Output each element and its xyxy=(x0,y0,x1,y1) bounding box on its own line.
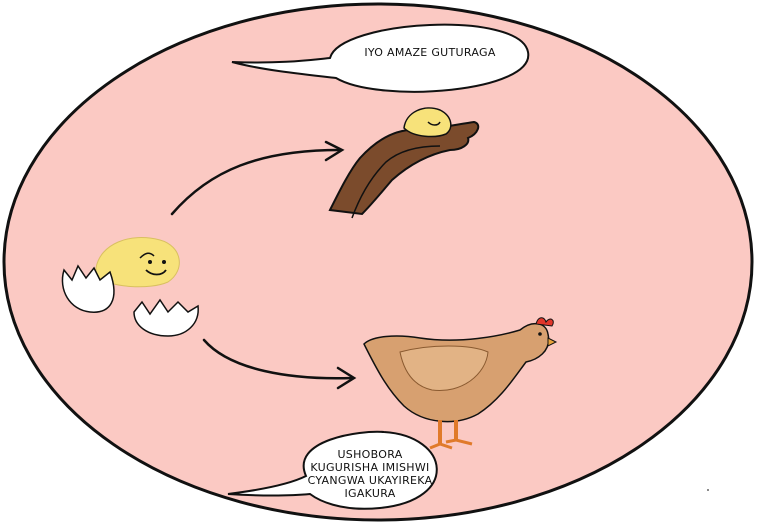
stray-dot xyxy=(707,489,709,491)
bubble-top-text: IYO AMAZE GUTURAGA xyxy=(330,46,530,59)
bubble-bottom-line-2: KUGURISHA IMISHWI xyxy=(300,461,440,474)
bubble-bottom-line-1: USHOBORA xyxy=(300,448,440,461)
bubble-bottom-line-3: CYANGWA UKAYIREKA xyxy=(300,474,440,487)
bubble-bottom-line-4: IGAKURA xyxy=(300,487,440,500)
bubble-bottom-text: USHOBORA KUGURISHA IMISHWI CYANGWA UKAYI… xyxy=(300,448,440,500)
